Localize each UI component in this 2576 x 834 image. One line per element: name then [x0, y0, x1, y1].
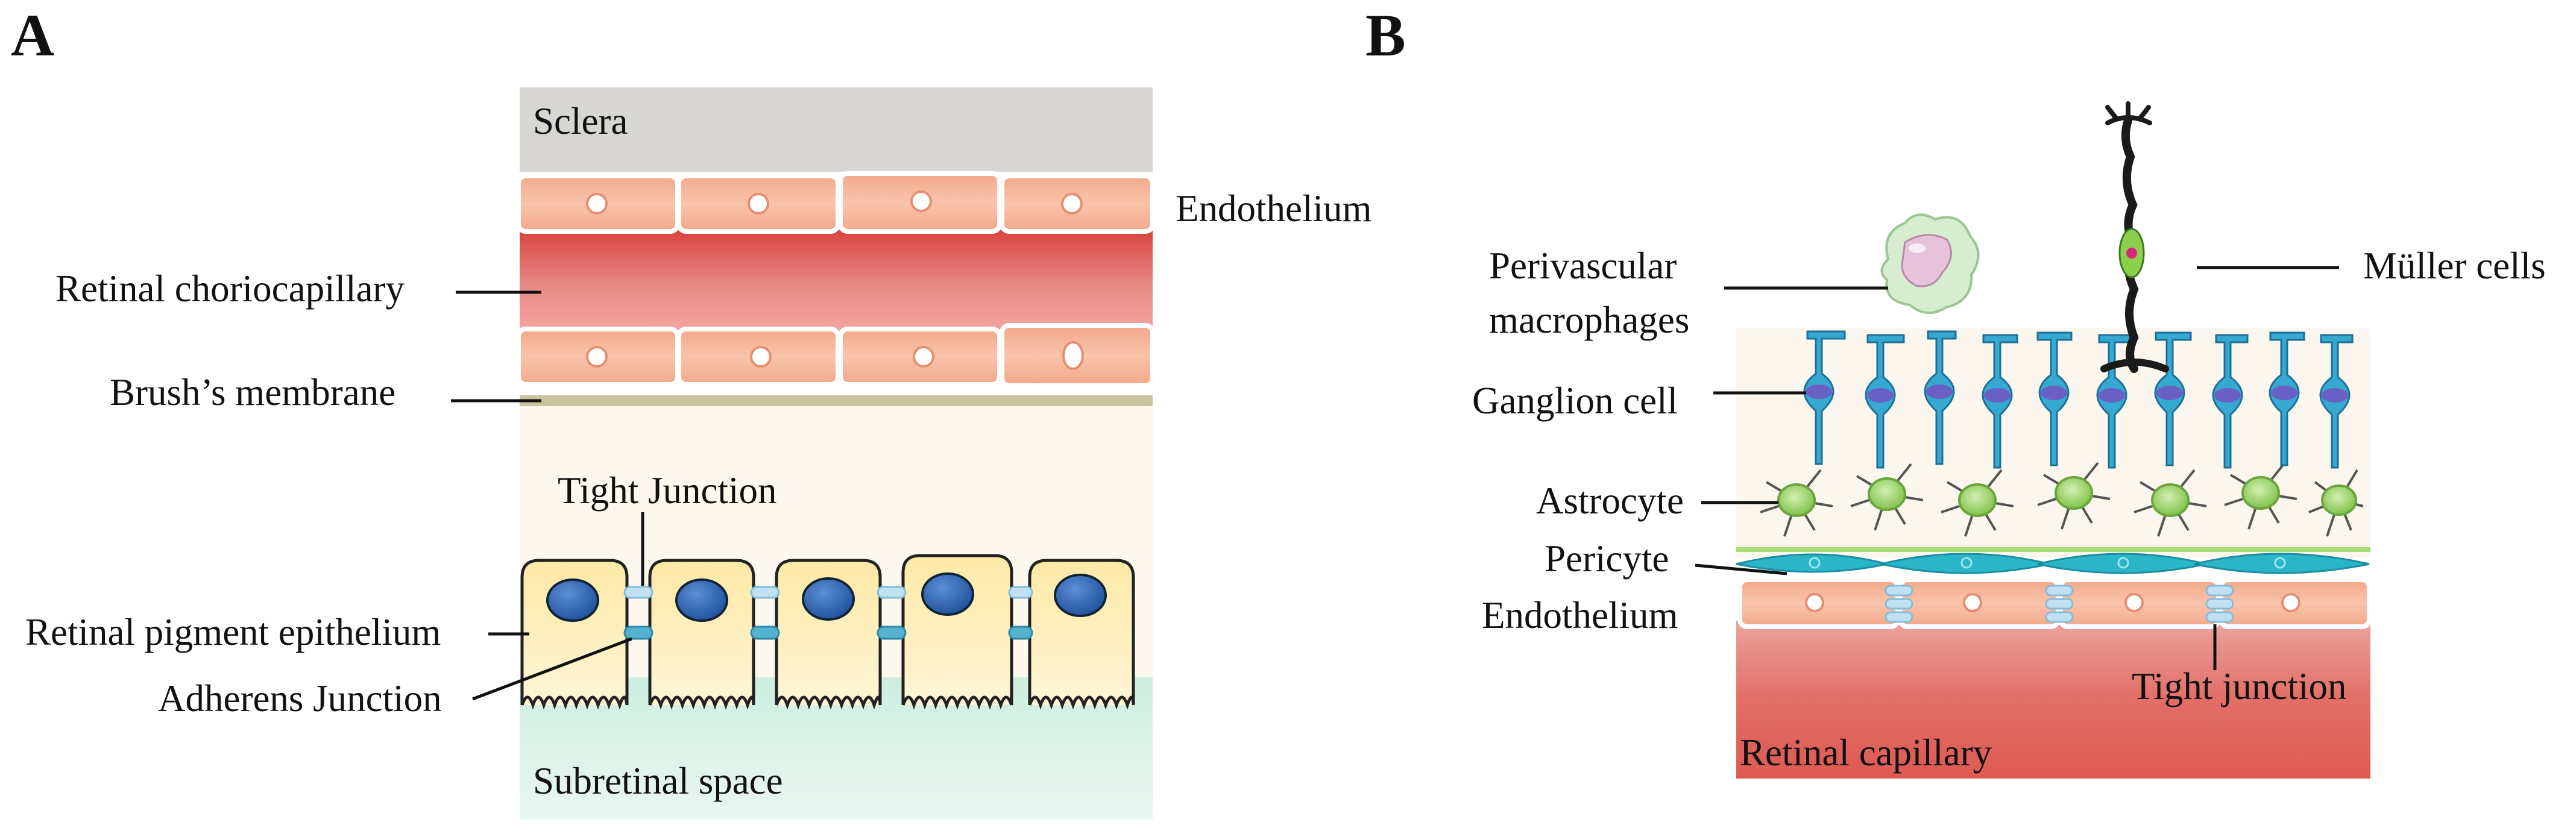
endothelial-cell [2058, 577, 2221, 629]
choriocapillary-label: Retinal choriocapillary [55, 268, 405, 310]
subretinal-label: Subretinal space [533, 760, 783, 802]
rpe-tight-junctions [623, 586, 1033, 599]
astrocyte [2224, 462, 2297, 530]
bruchs-membrane [520, 395, 1153, 406]
adherens-junction [623, 626, 653, 640]
retinal-capillary [1736, 621, 2370, 779]
pericyte-leader [1695, 563, 1787, 575]
choriocapillary-vessel [520, 230, 1153, 331]
endothelium-label-b: Endothelium [1482, 594, 1678, 636]
endothelium-label-a: Endothelium [1176, 187, 1371, 230]
endothelial-cell [676, 174, 840, 234]
membrane-label: Brush’s membrane [110, 371, 395, 413]
capillary-tight-junctions [1885, 585, 2234, 623]
tight-junction-label-a: Tight Junction [558, 469, 777, 512]
panel-b: B Retinal capillary [1365, 2, 2546, 779]
tight-junction [2205, 585, 2234, 623]
panel-a: A Sclera Subretinal space [11, 2, 1371, 820]
astrocytes [1760, 462, 2364, 537]
adherens-junction [1008, 626, 1033, 640]
astrocyte [2308, 469, 2364, 537]
macrophages-label-line1: Perivascular [1489, 245, 1677, 287]
panel-a-letter: A [11, 2, 54, 69]
endothelial-cell [516, 174, 680, 234]
muller-label: Müller cells [2363, 245, 2546, 287]
adherens-junction [877, 626, 907, 640]
tight-junction [750, 586, 780, 599]
endothelial-cell [2219, 577, 2372, 629]
endothelial-cell [1898, 577, 2061, 629]
macrophages-label-line2: macrophages [1489, 299, 1689, 341]
sclera-layer [520, 87, 1153, 172]
adherens-label: Adherens Junction [158, 677, 442, 720]
ganglion-cell [1924, 330, 1957, 465]
ganglion-cell [2036, 331, 2073, 466]
tight-junction-label-b: Tight junction [2132, 665, 2347, 707]
endothelial-cell [676, 327, 840, 387]
pericytes [1736, 547, 2370, 574]
rpe-cell [901, 554, 1013, 710]
astrocyte [1850, 463, 1924, 531]
rpe-nucleus [802, 577, 855, 621]
adherens-junction [750, 626, 780, 640]
endothelial-cell [838, 327, 1002, 387]
astrocyte [1941, 469, 2014, 537]
pericyte [2194, 553, 2370, 574]
endothelial-cell [1000, 174, 1155, 234]
endothelium-bottom-row [516, 323, 1155, 388]
rpe-adherens-junctions [623, 626, 1033, 640]
ganglion-cell [2154, 331, 2192, 466]
tight-junction [1885, 585, 1913, 623]
rpe-nucleus [1054, 574, 1107, 617]
ganglion-cell [2319, 334, 2354, 469]
endothelial-cell [1737, 577, 1900, 629]
ganglion-cell [1865, 334, 1905, 469]
capillary-label: Retinal capillary [1740, 732, 1992, 774]
ganglion-cell [2096, 334, 2135, 469]
endothelial-cell [838, 171, 1002, 234]
rpe-cell [1028, 559, 1135, 710]
endothelial-cell [1000, 323, 1155, 388]
ganglion-cell [2212, 334, 2249, 469]
rpe-label: Retinal pigment epithelium [25, 611, 441, 653]
tight-junction [2045, 585, 2074, 623]
ganglion-cell [2269, 331, 2305, 466]
astrocyte [2134, 469, 2207, 537]
ganglion-cells [1803, 330, 2354, 469]
astrocyte [1760, 469, 1833, 537]
ganglion-cell [1982, 334, 2018, 469]
rpe-cells [520, 554, 1135, 710]
muller-cell [2100, 101, 2169, 373]
endothelium-top-row [516, 171, 1155, 234]
rpe-nucleus [546, 578, 599, 622]
rpe-nucleus [921, 572, 974, 616]
ganglion-cell [1803, 330, 1846, 465]
rpe-cell [520, 559, 629, 710]
tight-junction [877, 586, 907, 599]
sclera-label: Sclera [533, 100, 628, 142]
perivascular-macrophage [1880, 213, 1980, 315]
rpe-cell [775, 559, 882, 710]
astrocyte-label: Astrocyte [1536, 480, 1684, 522]
tight-junction [623, 586, 653, 599]
ganglion-label: Ganglion cell [1472, 380, 1678, 422]
panel-b-letter: B [1365, 2, 1406, 69]
basement-membrane [1736, 547, 2370, 552]
rpe-nucleus [675, 578, 728, 622]
pericyte-label: Pericyte [1545, 538, 1669, 580]
adherens-leader [472, 637, 632, 701]
tight-junction [1008, 586, 1033, 599]
rpe-cell [648, 559, 755, 710]
endothelial-cell [516, 327, 680, 387]
astrocyte [2037, 462, 2111, 530]
